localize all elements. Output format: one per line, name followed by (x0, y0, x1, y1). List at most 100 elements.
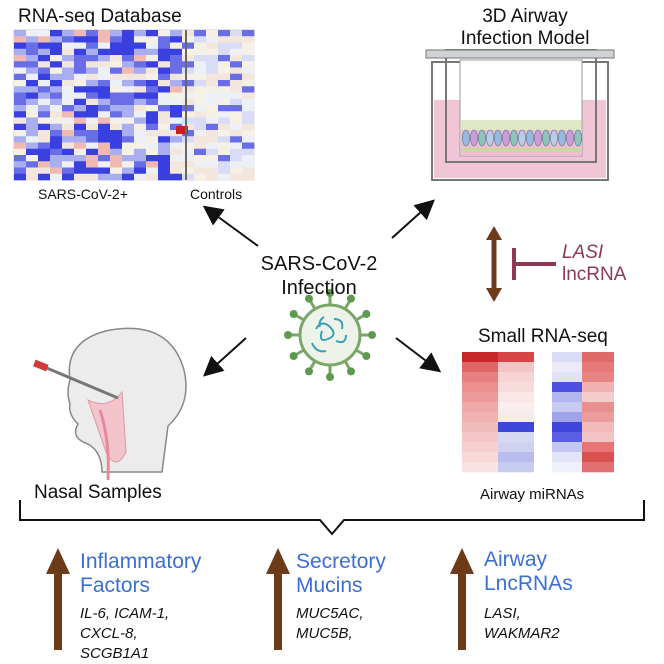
heatmap-cell (122, 80, 135, 87)
heatmap-cell (14, 148, 27, 156)
mirna-cell (462, 412, 498, 423)
heatmap-cell (218, 55, 231, 62)
heatmap-cell (122, 167, 135, 175)
mirna-cell (552, 422, 582, 433)
heatmap-cell (74, 36, 87, 43)
heatmap-cell (122, 123, 135, 131)
heatmap-cell (218, 161, 231, 168)
heatmap-cell (122, 173, 135, 181)
virus-spike-tip (362, 310, 371, 318)
heatmap-cell (230, 67, 243, 75)
heatmap-cell (26, 42, 39, 50)
heatmap-cell (134, 36, 147, 43)
heatmap-cell (122, 61, 135, 68)
heatmap-cell (242, 55, 255, 62)
heatmap-cell (146, 173, 159, 181)
heatmap-cell (86, 86, 99, 93)
heatmap-cell (146, 80, 159, 87)
heatmap-cell (98, 123, 111, 131)
epithelial-cell (486, 129, 494, 147)
heatmap-cell (242, 148, 255, 156)
heatmap-cell (158, 148, 171, 156)
heatmap-cell (26, 161, 39, 168)
heatmap-cell (122, 111, 135, 118)
heatmap-cell (206, 167, 219, 175)
mirna-cell (498, 422, 534, 433)
heatmap-cell (38, 117, 51, 125)
heatmap-cell (158, 98, 171, 106)
model-title: 3D Airway Infection Model (460, 6, 590, 49)
heatmap-cell (206, 155, 219, 162)
heatmap-cell (194, 117, 207, 125)
epithelial-cell (502, 129, 510, 147)
heatmap-cell (134, 61, 147, 68)
heatmap-cell (242, 161, 255, 168)
heatmap-cell (110, 161, 123, 168)
heatmap-cell (146, 142, 159, 150)
mirna-cell (552, 352, 582, 363)
center-label: SARS-CoV-2 Infection (260, 253, 378, 299)
mirna-cell (462, 462, 498, 473)
heatmap-cell (62, 92, 75, 100)
virus-spike-tip (368, 331, 376, 339)
heatmap-cell (230, 105, 243, 112)
heatmap-cell (218, 98, 231, 106)
heatmap-cell (194, 161, 207, 168)
heatmap-cell (194, 167, 207, 175)
heatmap-cell (14, 61, 27, 68)
heatmap-cell (206, 105, 219, 112)
heatmap-cell (194, 173, 207, 181)
heatmap-cell (242, 48, 255, 56)
heatmap-cell (26, 55, 39, 62)
heatmap-cell (74, 80, 87, 87)
mirna-cell (462, 382, 498, 393)
heatmap-cell (122, 48, 135, 56)
heatmap-cell (194, 36, 207, 43)
heatmap-cell (182, 173, 195, 181)
mirna-cell (582, 452, 614, 463)
heatmap-cell (158, 86, 171, 93)
epithelial-cell (550, 129, 558, 147)
heatmap-cell (206, 98, 219, 106)
heatmap-cell (110, 167, 123, 175)
heatmap-cell (218, 48, 231, 56)
heatmap-cell (26, 123, 39, 131)
heatmap-cell (62, 67, 75, 75)
heatmap-cell (170, 48, 183, 56)
heatmap-cell (122, 130, 135, 137)
heatmap-cell (218, 136, 231, 143)
heatmap-cell (86, 92, 99, 100)
heatmap-cell (146, 36, 159, 43)
heatmap-cell (146, 105, 159, 112)
heatmap-cell (62, 30, 75, 37)
heatmap-cell (38, 30, 51, 37)
heatmap-cell (50, 123, 63, 131)
heatmap-cell (182, 80, 195, 87)
heatmap-cell (134, 30, 147, 37)
heatmap-cell (158, 117, 171, 125)
arrow-to-nasal (203, 337, 247, 377)
heatmap-cell (218, 173, 231, 181)
mirna-cell (582, 352, 614, 363)
heatmap-cell (158, 73, 171, 81)
heatmap-cell (242, 92, 255, 100)
heatmap-cell (62, 155, 75, 162)
heatmap-cell (14, 67, 27, 75)
mirna-cell (582, 462, 614, 473)
heatmap-cell (182, 161, 195, 168)
heatmap-cell (182, 48, 195, 56)
heatmap-cell (98, 167, 111, 175)
heatmap-cell (26, 98, 39, 106)
heatmap-cell (242, 142, 255, 150)
heatmap-cell (194, 111, 207, 118)
summary-bracket (19, 500, 645, 536)
heatmap-cell (98, 67, 111, 75)
heatmap-cell (98, 42, 111, 50)
heatmap-cell (206, 80, 219, 87)
heatmap-cell (134, 48, 147, 56)
heatmap-cell (134, 73, 147, 81)
outcome-inflammatory: Inflammatory Factors IL-6, ICAM-1, CXCL-… (80, 550, 202, 662)
mirna-cell (498, 382, 534, 393)
heatmap-cell (14, 80, 27, 87)
heatmap-cell (206, 30, 219, 37)
